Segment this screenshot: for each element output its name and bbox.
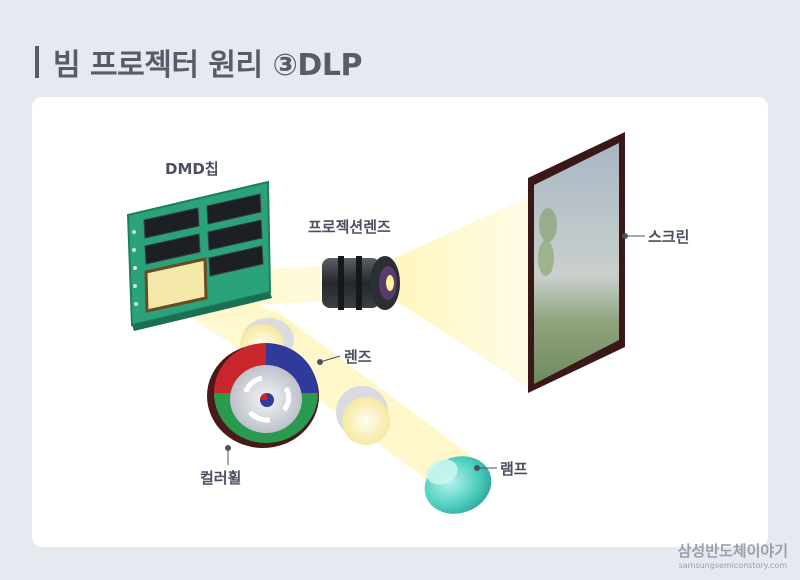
condenser-lens-2 (336, 386, 390, 445)
screen (528, 132, 625, 393)
wheel-hub-red (260, 393, 267, 400)
screen-image (534, 143, 619, 384)
board-pin (134, 302, 138, 306)
watermark: 삼성반도체이야기 samsungsemiconstory.com (678, 540, 788, 570)
title-accent-bar (35, 46, 39, 78)
projection-lens (322, 256, 400, 310)
light-beam-projection (395, 195, 532, 390)
lens-barrel (322, 258, 380, 308)
lens-disc (342, 397, 390, 445)
dmd-chip (126, 180, 272, 331)
leader-dot (622, 233, 628, 239)
label-screen: 스크린 (648, 228, 690, 246)
lamp-front (426, 459, 458, 485)
memory-block (207, 219, 263, 251)
label-lamp: 램프 (500, 460, 528, 478)
board-pin (133, 266, 137, 270)
rotation-arrow-icon (243, 375, 263, 393)
rotation-arrow-icon (248, 410, 271, 423)
page-title: 빔 프로젝터 원리 ③DLP (53, 48, 362, 83)
label-dmd-chip: DMD칩 (165, 160, 219, 178)
label-lens: 렌즈 (344, 348, 372, 366)
watermark-brand: 삼성반도체이야기 (677, 542, 788, 560)
screen-leaf (538, 240, 554, 276)
memory-block (206, 193, 262, 225)
lens-ring (338, 256, 344, 310)
board-pin (132, 230, 136, 234)
leader-dot (474, 465, 480, 471)
lens-glow (386, 275, 394, 291)
rotation-arrow-icon (281, 386, 292, 412)
watermark-url: samsungsemiconstory.com (678, 561, 788, 570)
memory-block (208, 245, 264, 277)
board-pin (133, 284, 137, 288)
leader-dot (317, 359, 323, 365)
lamp (424, 456, 492, 514)
leader-line-lens (319, 355, 341, 363)
leader-dot (225, 445, 231, 451)
lens-ring (356, 256, 362, 310)
board-pin (132, 248, 136, 252)
screen-leaf (539, 208, 557, 242)
memory-block (143, 207, 200, 239)
label-projection-lens: 프로젝션렌즈 (308, 218, 391, 236)
dmd-mirror-array (144, 257, 208, 313)
label-color-wheel: 컬러휠 (200, 469, 242, 487)
memory-block (144, 233, 201, 265)
color-wheel (207, 343, 319, 448)
title-bar: 빔 프로젝터 원리 ③DLP (35, 40, 362, 84)
chip-board-edge (132, 292, 272, 331)
